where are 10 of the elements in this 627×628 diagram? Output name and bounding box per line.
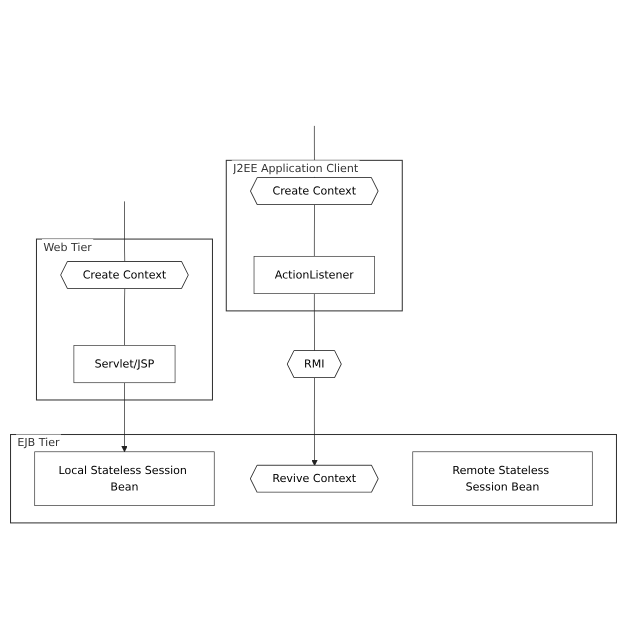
arrow	[121, 382, 128, 452]
arrow	[312, 378, 318, 466]
connector	[314, 204, 315, 257]
node-box: ActionListener	[254, 256, 375, 294]
node-box: Remote Stateless Session Bean	[412, 451, 593, 506]
node-box: Servlet/JSP	[74, 345, 176, 384]
connector	[314, 293, 315, 352]
node-box: Local Stateless Session Bean	[34, 451, 215, 506]
connector	[124, 288, 126, 346]
connector	[124, 201, 126, 262]
